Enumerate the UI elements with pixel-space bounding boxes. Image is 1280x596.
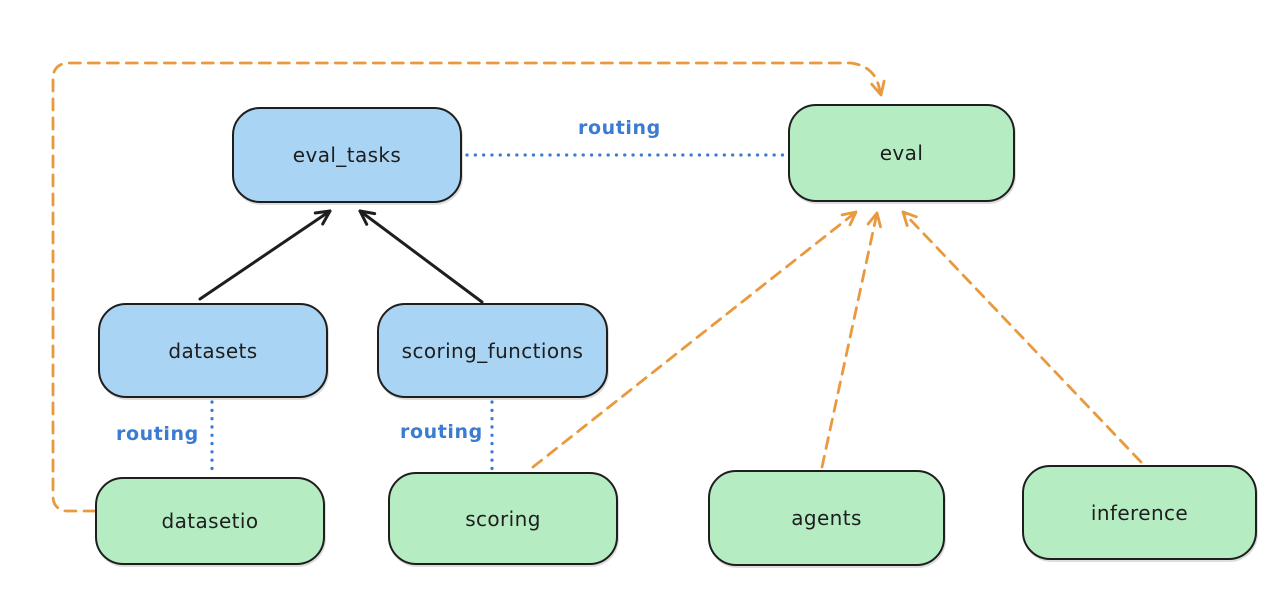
node-scoring: scoring xyxy=(388,472,618,565)
node-eval: eval xyxy=(788,104,1015,202)
node-agents: agents xyxy=(708,470,945,566)
node-datasetio-label: datasetio xyxy=(161,509,259,533)
edge-datasets-to-eval-tasks xyxy=(198,209,332,301)
routing-label-eval-tasks-eval: routing xyxy=(578,117,661,139)
node-datasets: datasets xyxy=(98,303,328,398)
node-eval-tasks: eval_tasks xyxy=(232,107,462,203)
node-scoring-functions: scoring_functions xyxy=(377,303,608,398)
node-eval-tasks-label: eval_tasks xyxy=(292,143,402,167)
routing-label-scoring-functions-scoring: routing xyxy=(400,421,483,443)
edge-scoring-functions-to-eval-tasks xyxy=(358,209,484,304)
node-scoring-functions-label: scoring_functions xyxy=(401,338,584,363)
routing-label-datasets-datasetio: routing xyxy=(116,423,199,445)
edge-agents-to-eval xyxy=(820,211,882,469)
node-agents-label: agents xyxy=(791,506,862,530)
edge-scoring-to-eval xyxy=(531,210,858,469)
node-eval-label: eval xyxy=(879,141,924,165)
node-inference-label: inference xyxy=(1090,500,1189,525)
node-datasets-label: datasets xyxy=(168,338,258,363)
node-datasetio: datasetio xyxy=(95,477,325,565)
node-inference: inference xyxy=(1022,465,1257,560)
node-scoring-label: scoring xyxy=(465,506,541,531)
edge-inference-to-eval xyxy=(901,210,1143,464)
edge-datasetio-to-eval xyxy=(51,61,886,513)
